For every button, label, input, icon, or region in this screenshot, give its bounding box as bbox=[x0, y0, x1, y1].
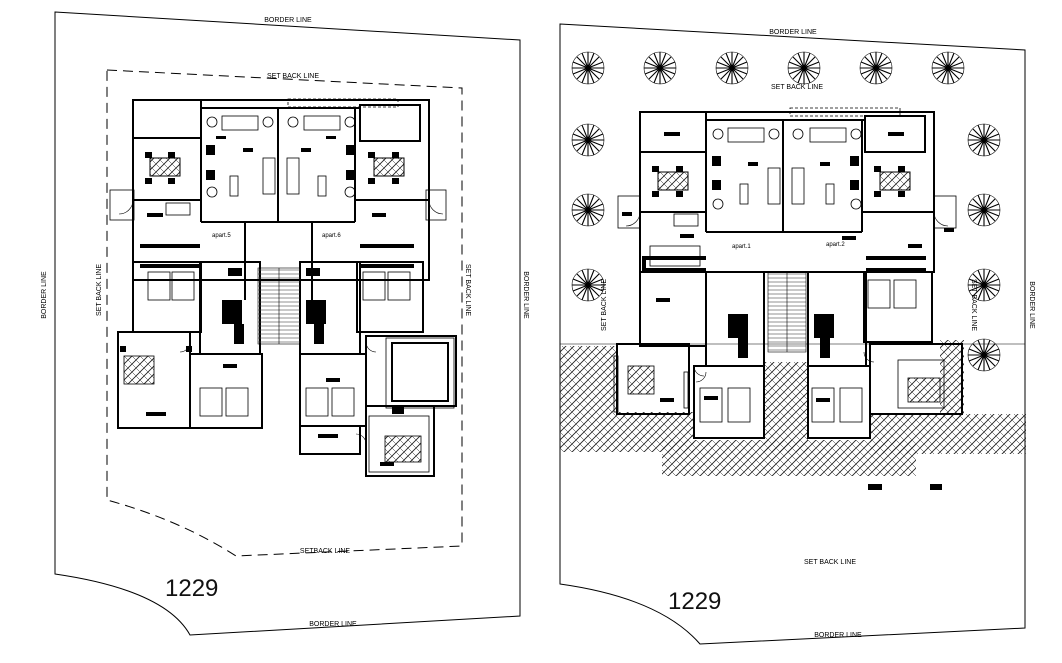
left-dining-table-b bbox=[368, 152, 405, 184]
right-dining-table-a bbox=[652, 166, 689, 197]
left-site-plan: BORDER LINE BORDER LINE BORDER LINE BORD… bbox=[41, 11, 529, 636]
left-dining-table-a bbox=[145, 152, 181, 184]
right-border-bottom-label: BORDER LINE bbox=[814, 632, 862, 639]
left-setback-bottom-label: SETBACK LINE bbox=[300, 548, 351, 555]
right-apartment-label-b: apart.2 bbox=[826, 242, 845, 248]
right-apartment-label-a: apart.1 bbox=[732, 244, 751, 250]
left-setback-right-label: SET BACK LINE bbox=[464, 264, 471, 316]
left-setback-left-label: SET BACK LINE bbox=[96, 264, 103, 316]
right-border-outline bbox=[559, 23, 1026, 645]
left-apartment-label-a: apart.5 bbox=[212, 233, 231, 239]
left-apartment-label-b: apart.6 bbox=[322, 233, 341, 239]
left-border-top-label: BORDER LINE bbox=[264, 17, 312, 24]
left-bedroom-beds bbox=[123, 271, 422, 463]
left-border-outline bbox=[54, 11, 521, 636]
right-setback-bottom-label: SET BACK LINE bbox=[804, 559, 856, 566]
left-setback-outline bbox=[106, 69, 463, 557]
left-building-walls bbox=[117, 99, 457, 477]
left-border-bottom-label: BORDER LINE bbox=[309, 621, 357, 628]
right-plot-number: 1229 bbox=[668, 588, 721, 615]
right-setback-right-label: SET BACK LINE bbox=[970, 279, 977, 331]
right-dining-table-b bbox=[874, 166, 911, 197]
right-border-top-label: BORDER LINE bbox=[769, 29, 817, 36]
right-site-plan: BORDER LINE BORDER LINE BORDER LINE SET … bbox=[559, 23, 1035, 645]
right-setback-left-label: SET BACK LINE bbox=[601, 279, 608, 331]
right-border-right-label: BORDER LINE bbox=[1028, 281, 1035, 329]
left-plot-number: 1229 bbox=[165, 575, 218, 602]
left-border-right-label: BORDER LINE bbox=[522, 271, 529, 319]
right-paving-hatch bbox=[560, 340, 1026, 476]
right-setback-top-label: SET BACK LINE bbox=[771, 84, 823, 91]
right-building-walls bbox=[616, 111, 963, 439]
left-border-left-label: BORDER LINE bbox=[41, 271, 48, 319]
left-setback-top-label: SET BACK LINE bbox=[267, 73, 319, 80]
